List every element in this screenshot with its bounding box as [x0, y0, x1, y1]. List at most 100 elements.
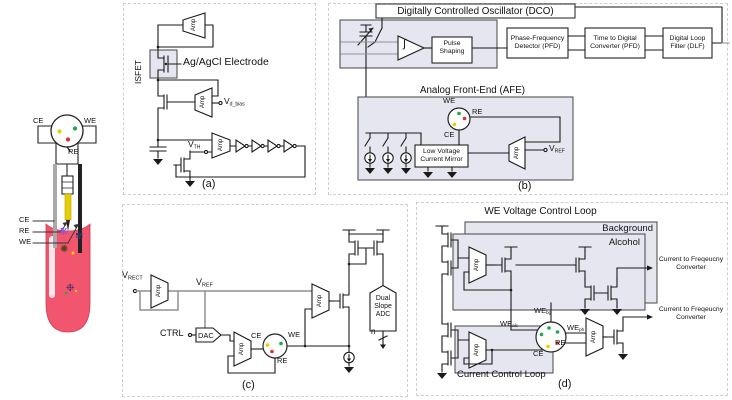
molecule-icon: ❋ — [59, 226, 69, 238]
amp-c3 — [311, 283, 330, 319]
amp-a3 — [211, 132, 231, 159]
isfet-label: ISFET — [133, 59, 143, 84]
amp-b1-label: Amp — [514, 146, 520, 160]
amp-d3-label: Amp — [474, 343, 480, 357]
c-we-label: WE — [288, 330, 301, 339]
electrode-circle-d — [535, 321, 567, 353]
vref-b-label: VREF — [549, 143, 565, 155]
panel-a-circuit — [149, 12, 306, 188]
pfd-label: Phase-Frequency Detector (PFD) — [510, 35, 565, 51]
probe-lead-re-label: RE — [19, 226, 30, 235]
we-voltage-loop-title: WE Voltage Control Loop — [484, 206, 597, 217]
dlf-box — [662, 27, 713, 59]
probe-lead-ce-label: CE — [19, 215, 30, 224]
current-to-freq-bottom-label: Current to Freqeucny Converter — [658, 306, 724, 322]
probe-head-electrode-circle — [50, 114, 84, 148]
electrode-circle-b — [447, 107, 471, 131]
background-label: Background — [602, 223, 653, 234]
dac-label: DAC — [198, 330, 214, 340]
varactor — [357, 24, 374, 49]
panel-d — [416, 202, 728, 396]
caption-a: (a) — [202, 178, 216, 190]
c-re-label: RE — [277, 356, 288, 365]
dac-block — [195, 327, 222, 343]
integrator-triangle — [397, 35, 426, 61]
re-dot — [65, 137, 71, 142]
amp-c3-label: Amp — [317, 294, 323, 308]
panel-c — [122, 204, 408, 397]
afe-ce-label: CE — [444, 130, 455, 139]
dco-title-box — [375, 3, 576, 19]
amp-b1 — [508, 136, 526, 170]
dco-title: Digitally Controlled Oscillator (DCO) — [397, 5, 554, 17]
capacitor — [149, 146, 167, 159]
mirror-pmos-right — [366, 233, 384, 263]
afe-title: Analog Front-End (AFE) — [419, 85, 526, 96]
caption-d: (d) — [558, 378, 572, 390]
amp-d3 — [468, 331, 487, 369]
we-bg-label: WEbg — [534, 306, 552, 316]
pfd-box — [506, 27, 569, 59]
amp-a2-label: Amp — [200, 95, 206, 109]
probe-head-ce-label: CE — [33, 116, 44, 125]
agagcl-electrode-label: Ag/AgCl Electrode — [183, 56, 269, 68]
amp-a2 — [194, 87, 213, 118]
probe-lead-lines — [32, 220, 79, 244]
probe-lead-we-label: WE — [19, 237, 32, 246]
dco-feedback — [574, 6, 723, 44]
molecule-icon: ✺ — [60, 244, 69, 255]
tdc-label: Time to Digital Converter (PFD) — [590, 35, 640, 51]
molecule-icon: ✾ — [75, 231, 84, 242]
adc-label: Dual Slope ADC — [374, 295, 392, 319]
panel-b-circuit — [339, 3, 730, 181]
amp-d1-label: Amp — [474, 258, 480, 272]
amp-d1 — [468, 246, 487, 284]
caption-b: (b) — [518, 180, 532, 192]
re-rod — [64, 193, 72, 221]
panel-d-circuit — [435, 221, 658, 380]
current-to-freq-top-label: Current to Freqeucny Converter — [658, 256, 724, 272]
amp-a3-label: Amp — [218, 138, 224, 152]
dual-slope-adc-block — [369, 284, 397, 332]
bias-transistor — [157, 87, 175, 117]
afe-current-branches — [364, 132, 412, 175]
we-drive-transistor — [332, 286, 350, 316]
dlf-label: Digital Loop Filter (DLF) — [669, 35, 706, 51]
amp-c1-label: Amp — [156, 284, 162, 298]
vth-label: VTH — [188, 139, 201, 151]
probe-head-we-label: WE — [84, 116, 97, 125]
dco-box — [339, 19, 498, 69]
panel-c-circuit — [132, 229, 397, 374]
tdc-box — [584, 27, 646, 59]
vrect-label: VRECT — [122, 270, 143, 282]
ring-feedback — [173, 145, 306, 178]
ctrl-label: CTRL — [160, 328, 184, 338]
lvcm-box — [414, 144, 469, 168]
c-ce-label: CE — [251, 331, 262, 340]
we-alc-label: WEalc — [500, 319, 518, 329]
mirror-pmos-left — [348, 233, 366, 263]
re-feedback — [227, 355, 276, 374]
afe-we-label: WE — [443, 96, 456, 105]
integrator-symbol: ∫ — [403, 38, 407, 50]
amp-c2-label: Amp — [239, 342, 245, 356]
we-ph-label: WEph — [567, 323, 585, 333]
probe-head-re-label: RE — [68, 147, 79, 156]
lvcm-label: Low Voltage Current Mirror — [420, 148, 463, 164]
panel-a — [123, 3, 316, 195]
amp-a1 — [182, 12, 206, 39]
d-re-label: RE — [555, 338, 566, 347]
probe-illustration — [32, 114, 97, 333]
amp-c2 — [233, 331, 252, 367]
ccl-label: Current Control Loop — [457, 369, 546, 380]
pulse-shaping-box — [431, 36, 473, 64]
afe-re-label: RE — [472, 107, 483, 116]
alcohol-label: Alcohol — [608, 237, 640, 248]
amp-a1-label: Amp — [191, 18, 197, 32]
d-ce-label: CE — [533, 349, 544, 358]
caption-c: (c) — [242, 379, 255, 391]
amp-c1 — [150, 274, 169, 309]
amp-d2-label: Amp — [591, 330, 597, 344]
